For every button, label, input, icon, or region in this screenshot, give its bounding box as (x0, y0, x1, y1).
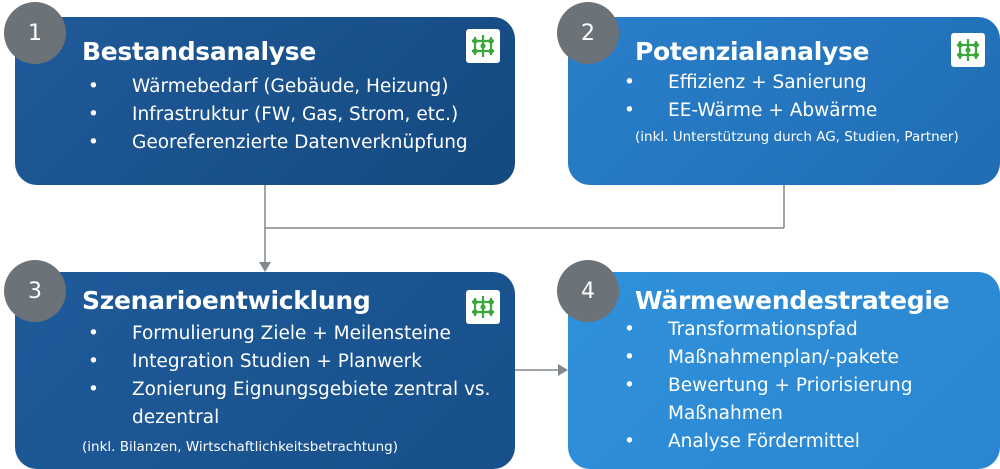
bullet-item: Bewertung + Priorisierung (618, 372, 913, 400)
step-number-badge: 4 (557, 260, 619, 322)
bullet-item: EE-Wärme + Abwärme (618, 97, 877, 125)
box-title: Bestandsanalyse (82, 37, 317, 66)
bullet-list: Effizienz + Sanierung EE-Wärme + Abwärme (618, 69, 877, 125)
box-title: Szenarioentwicklung (82, 286, 371, 315)
bullet-item: Georeferenzierte Datenverknüpfung (82, 129, 468, 157)
bullet-list: Wärmebedarf (Gebäude, Heizung) Infrastru… (82, 73, 468, 157)
bullet-item: Formulierung Ziele + Meilensteine (82, 320, 490, 348)
network-grid-icon (951, 33, 985, 67)
step-number-badge: 2 (557, 2, 619, 64)
bullet-continuation: dezentral (132, 407, 220, 428)
box-potenzialanalyse: Potenzialanalyse Effizienz + Sanierung E… (568, 17, 1000, 185)
box-title: Wärmewendestrategie (635, 286, 950, 315)
box-szenarioentwicklung: Szenarioentwicklung Formulierung Ziele +… (15, 272, 515, 469)
bullet-item: Integration Studien + Planwerk (82, 348, 490, 376)
arrowhead-to-box4 (558, 364, 568, 376)
bullet-item: Analyse Fördermittel (618, 428, 913, 456)
bullet-list: Transformationspfad Maßnahmenplan/-paket… (618, 316, 913, 456)
bullet-item: Effizienz + Sanierung (618, 69, 877, 97)
bullet-item: Maßnahmenplan/-pakete (618, 344, 913, 372)
network-grid-icon (466, 29, 500, 63)
bullet-item: Wärmebedarf (Gebäude, Heizung) (82, 73, 468, 101)
box-note: (inkl. Bilanzen, Wirtschaftlichkeitsbetr… (82, 439, 398, 455)
bullet-item: Transformationspfad (618, 316, 913, 344)
bullet-continuation: Maßnahmen (668, 403, 783, 424)
step-number-badge: 1 (4, 2, 66, 64)
bullet-item: Zonierung Eignungsgebiete zentral vs. (82, 376, 490, 404)
step-number-badge: 3 (4, 260, 66, 322)
network-grid-icon (466, 290, 500, 324)
box-note: (inkl. Unterstützung durch AG, Studien, … (635, 129, 959, 145)
box-title: Potenzialanalyse (635, 37, 870, 66)
bullet-item: Infrastruktur (FW, Gas, Strom, etc.) (82, 101, 468, 129)
box-waermewendestrategie: Wärmewendestrategie Transformationspfad … (568, 272, 1000, 469)
box-bestandsanalyse: Bestandsanalyse Wärmebedarf (Gebäude, He… (15, 17, 515, 185)
bullet-list: Formulierung Ziele + Meilensteine Integr… (82, 320, 490, 432)
arrowhead-to-box3 (259, 262, 271, 272)
